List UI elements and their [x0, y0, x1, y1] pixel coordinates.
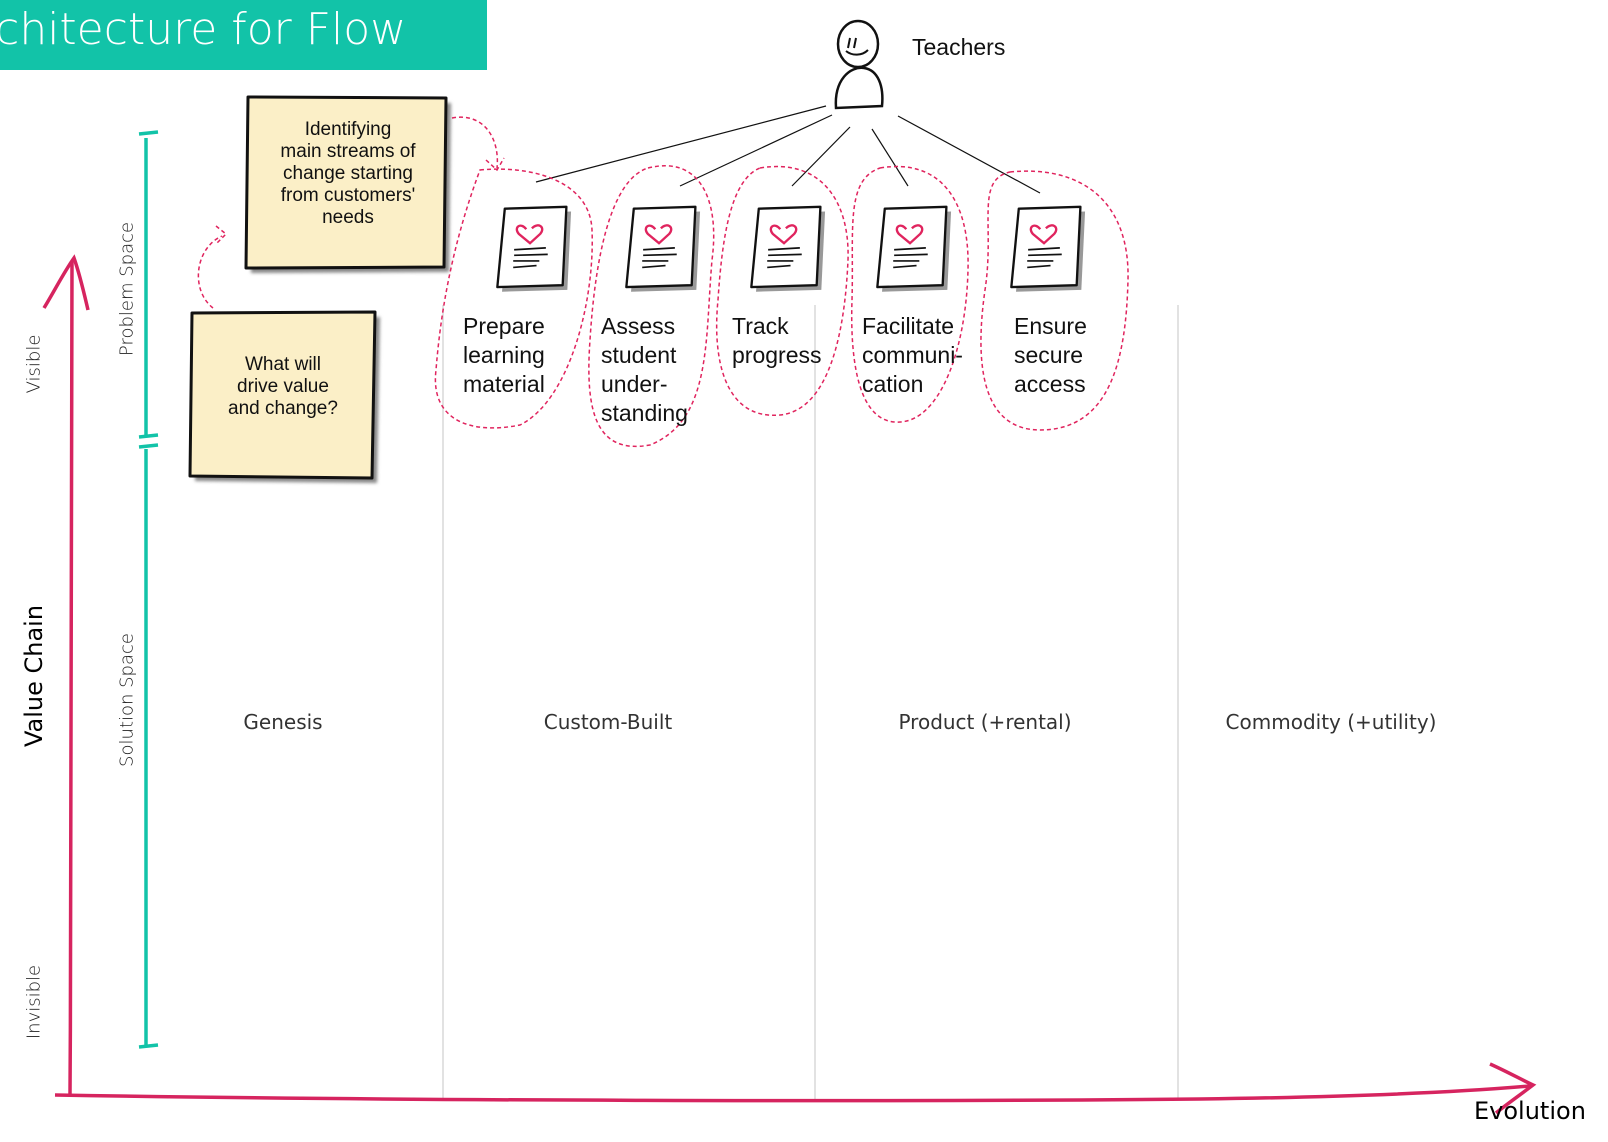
flow-arrow-head: [485, 157, 505, 172]
invisible-label: Invisible: [23, 964, 45, 1040]
value-chain-label: Value Chain: [20, 604, 48, 748]
stage-product: Product (+rental): [898, 710, 1072, 734]
sticky-identify-text: Identifying main streams of change start…: [280, 119, 416, 228]
document-icon: [876, 205, 952, 293]
value-chain-axis: [68, 261, 74, 1096]
evolution-label: Evolution: [1474, 1097, 1586, 1125]
flow-arrow: [451, 116, 499, 169]
page-title: rchitecture for Flow: [0, 4, 407, 55]
visible-label: Visible: [23, 334, 45, 394]
solution-space-bracket: [138, 443, 159, 1049]
sticky-note-identify: [244, 95, 448, 270]
capability-outlines: [434, 165, 1129, 448]
problem-space-label: Problem Space: [116, 221, 138, 357]
value-chain-arrowhead: [42, 254, 90, 311]
stage-custom-built: Custom-Built: [543, 710, 673, 734]
flow-arrow-head: [215, 225, 228, 245]
problem-space-bracket: [138, 130, 159, 439]
document-icon: [1010, 205, 1086, 293]
stage-genesis: Genesis: [243, 710, 323, 734]
actor-dependency-lines: [535, 105, 1041, 194]
document-icon: [750, 205, 826, 293]
evolution-arrowhead: [1489, 1062, 1537, 1115]
document-icon: [496, 205, 572, 293]
evolution-axis: [54, 1084, 1531, 1103]
person-icon: [834, 19, 884, 110]
actor-label: Teachers: [912, 34, 1006, 60]
title-banner: rchitecture for Flow: [0, 0, 487, 70]
solution-space-label: Solution Space: [116, 633, 138, 767]
sticky-note-drive: [188, 310, 377, 480]
sticky-drive-text: What will drive value and change?: [228, 354, 338, 419]
document-icon: [625, 205, 701, 293]
flow-arrow: [197, 235, 223, 309]
stage-commodity: Commodity (+utility): [1225, 710, 1437, 734]
